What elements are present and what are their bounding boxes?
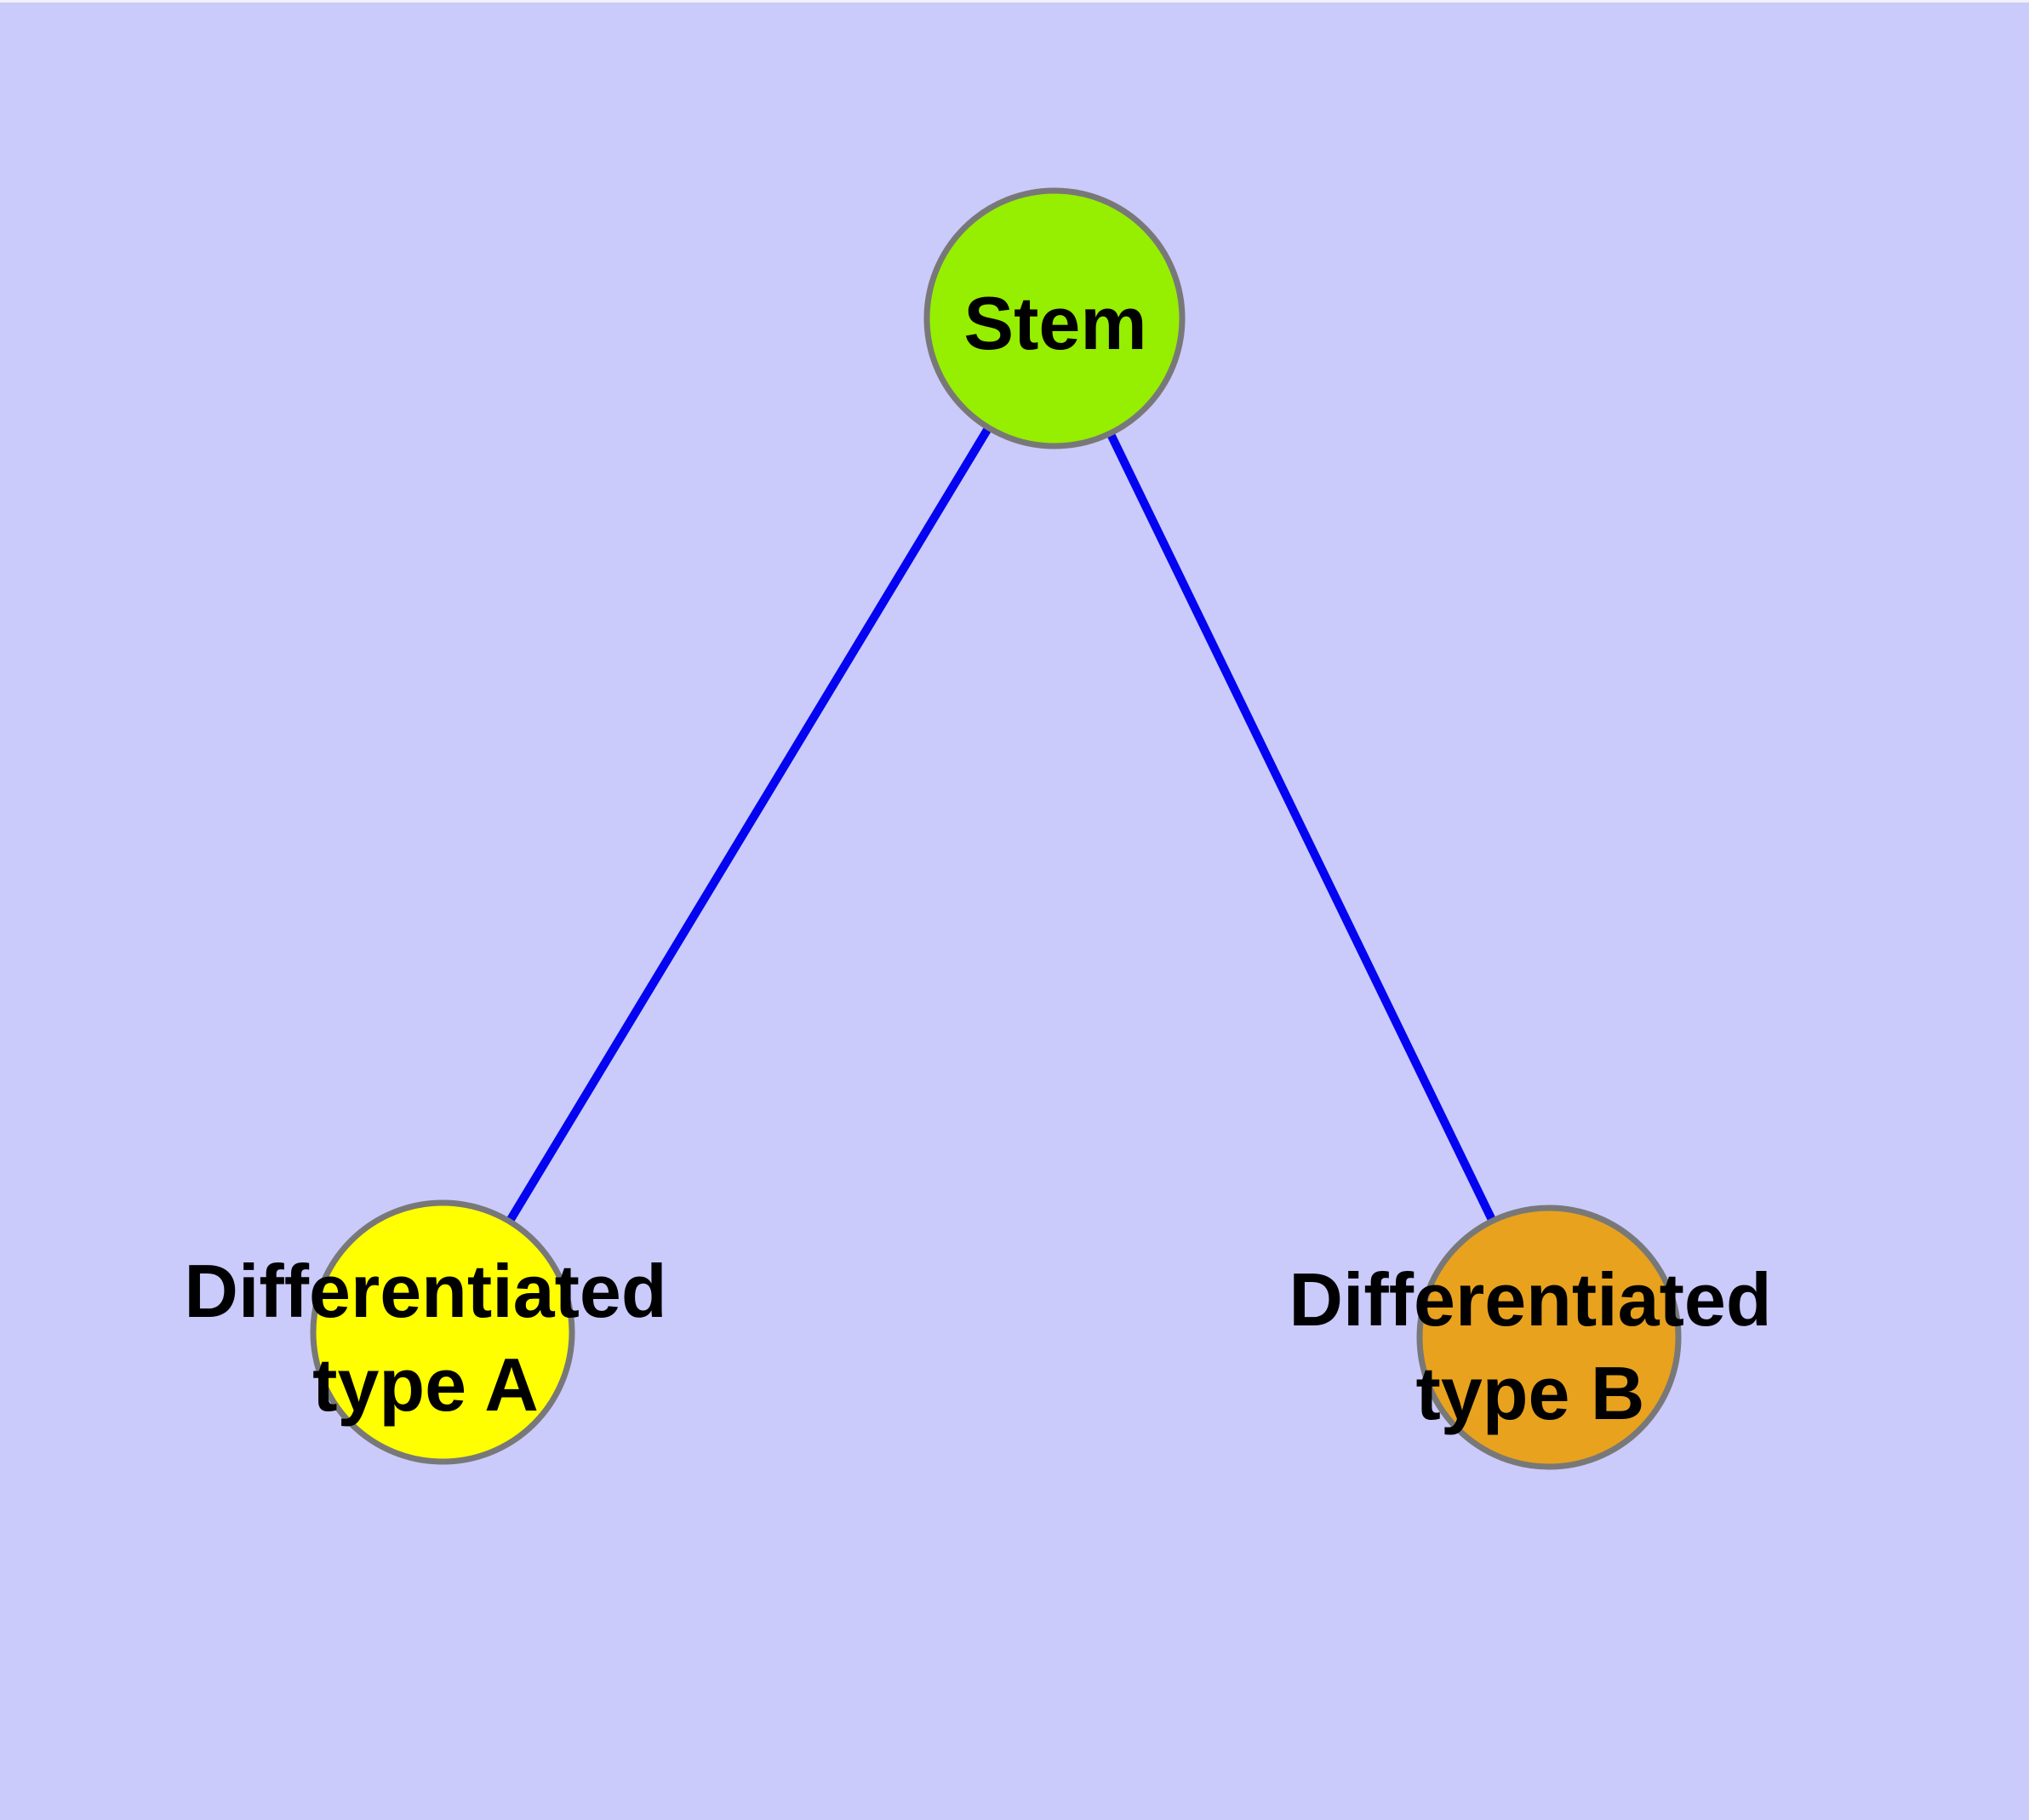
edge-stem-to-type-a [438,316,1059,1335]
node-stem [923,187,1186,449]
node-type-a-label-line2: type A [312,1342,539,1427]
edge-stem-to-type-b [1050,316,1553,1340]
window-top-edge [0,0,2029,3]
node-type-b-label-line1: Differentiated [1289,1257,1771,1342]
node-type-b-label-line2: type B [1416,1351,1645,1435]
node-stem-label: Stem [963,281,1146,365]
node-differentiated-type-b [1416,1205,1682,1470]
node-differentiated-type-a [310,1199,575,1465]
node-type-a-label-line1: Differentiated [184,1249,666,1333]
